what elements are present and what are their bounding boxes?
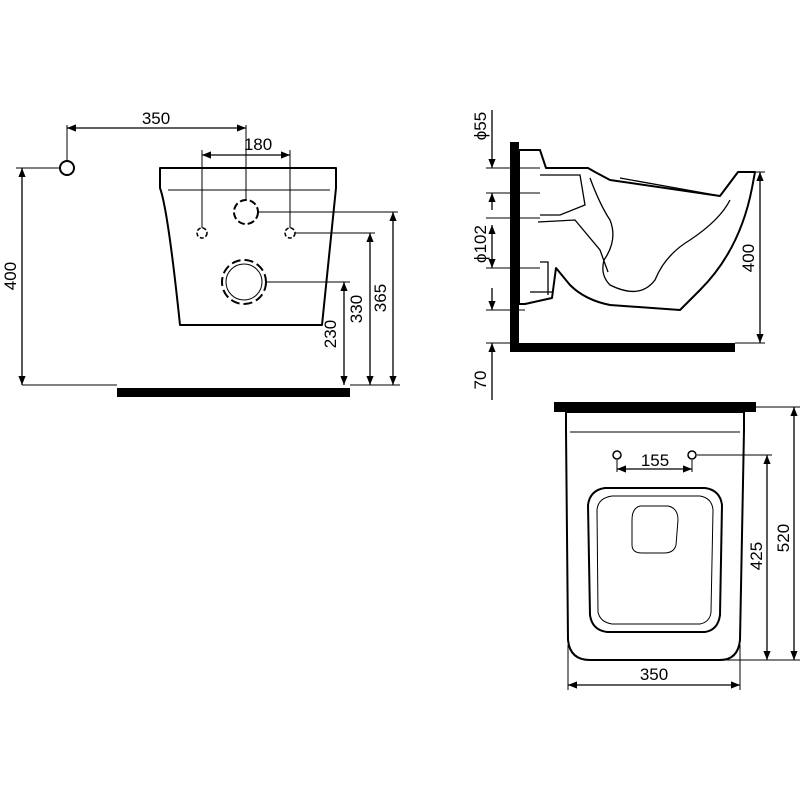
outlet-channel — [537, 219, 609, 273]
dim-label-waste-height: 230 — [321, 320, 340, 348]
bowl-trap-line — [589, 177, 731, 292]
dim-label-rim-height: 400 — [739, 244, 758, 272]
dim-label-fixing-to-front: 425 — [747, 542, 766, 570]
seat-opening — [631, 505, 679, 554]
dim-label-bolt-height: 330 — [347, 295, 366, 323]
waste-outlet-inner — [225, 263, 263, 301]
toilet-side-outline — [518, 149, 756, 311]
fixing-hole-right — [687, 450, 697, 460]
dim-label-width: 350 — [640, 665, 668, 684]
dim-label-bolt-spacing: 180 — [244, 135, 272, 154]
dim-label-supply-height: 365 — [371, 284, 390, 312]
side-floor-slab — [510, 343, 735, 352]
side-view: ϕ55 ϕ102 70 400 — [471, 110, 765, 400]
dim-label-fixing-spacing: 155 — [641, 451, 669, 470]
dim-label-waste-dia: ϕ102 — [471, 225, 490, 263]
supply-pipe-icon — [59, 160, 75, 176]
dim-label-width-to-pipe: 350 — [142, 109, 170, 128]
top-view: 155 425 520 350 — [554, 402, 800, 690]
inlet-channel — [540, 174, 586, 216]
toilet-front-outline — [159, 167, 337, 326]
seat-inner-outline — [596, 495, 714, 625]
dim-label-height: 400 — [1, 262, 20, 290]
bolt-hole-left — [196, 227, 208, 239]
dim-label-supply-dia: ϕ55 — [471, 112, 490, 140]
seat-outline — [587, 487, 723, 633]
floor-slab — [117, 388, 350, 397]
fixing-hole-left — [612, 450, 622, 460]
top-wall-slab — [554, 402, 756, 412]
dim-label-depth: 520 — [774, 524, 793, 552]
front-view: 350 180 400 230 330 365 — [1, 109, 400, 397]
wall-slab — [510, 142, 519, 352]
rim-line-side — [619, 177, 716, 196]
dim-label-floor-gap: 70 — [471, 371, 490, 390]
